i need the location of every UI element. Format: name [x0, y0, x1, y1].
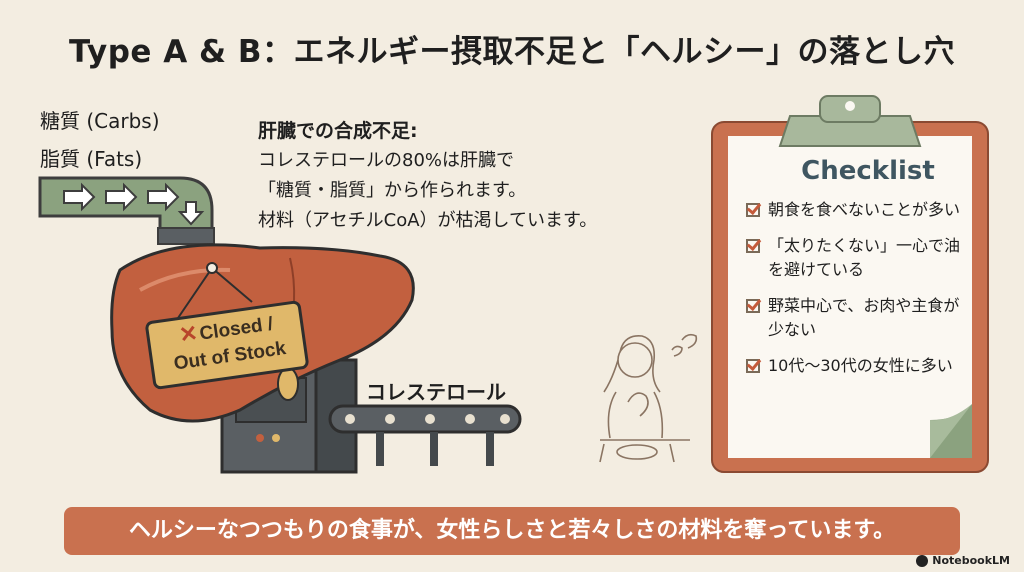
notebooklm-icon [916, 554, 929, 567]
carbs-label: 糖質 (Carbs) [40, 109, 160, 133]
liver-synthesis-info: 肝臓での合成不足: コレステロールの80%は肝臓で 「糖質・脂質」から作られます… [258, 116, 597, 236]
clipboard [711, 121, 989, 473]
checklist-title: Checklist [801, 156, 935, 186]
checklist-item: 野菜中心で、お肉や主食が少ない [746, 294, 961, 342]
brand-name: NotebookLM [932, 554, 1010, 567]
checklist-item: 10代〜30代の女性に多い [746, 354, 961, 378]
checklist-item-text: 朝食を食べないことが多い [768, 200, 961, 219]
cholesterol-label: コレステロール [366, 380, 506, 404]
checklist-item-text: 10代〜30代の女性に多い [768, 356, 953, 375]
page-title: Type A & B：エネルギー摂取不足と「ヘルシー」の落とし穴 [69, 34, 955, 70]
info-heading: 肝臓での合成不足: [258, 120, 418, 142]
checklist: 朝食を食べないことが多い 「太りたくない」一心で油を避けている 野菜中心で、お肉… [746, 198, 961, 390]
arrow-down-icon [177, 201, 205, 226]
arrow-right-icon [63, 182, 180, 212]
summary-banner: ヘルシーなつつもりの食事が、女性らしさと若々しさの材料を奪っています。 [64, 507, 960, 555]
checklist-item-text: 「太りたくない」一心で油を避けている [768, 236, 961, 279]
checkbox-checked-icon [746, 239, 760, 253]
clip-icon [778, 95, 922, 147]
brand-logo: NotebookLM [916, 554, 1010, 567]
woman-illustration [599, 333, 698, 463]
checkbox-checked-icon [746, 359, 760, 373]
checklist-item: 朝食を食べないことが多い [746, 198, 961, 222]
checklist-item: 「太りたくない」一心で油を避けている [746, 234, 961, 282]
checkbox-checked-icon [746, 203, 760, 217]
info-line: 「糖質・脂質」から作られます。 [258, 180, 527, 201]
info-line: 材料（アセチルCoA）が枯渇しています。 [258, 210, 598, 231]
fats-label: 脂質 (Fats) [40, 147, 143, 171]
closed-sign [145, 262, 309, 390]
info-line: コレステロールの80%は肝臓で [258, 150, 515, 171]
checklist-item-text: 野菜中心で、お肉や主食が少ない [768, 296, 960, 339]
checkbox-checked-icon [746, 299, 760, 313]
x-mark-icon: ✕ [177, 320, 200, 348]
input-labels: 糖質 (Carbs) 脂質 (Fats) [40, 102, 160, 178]
